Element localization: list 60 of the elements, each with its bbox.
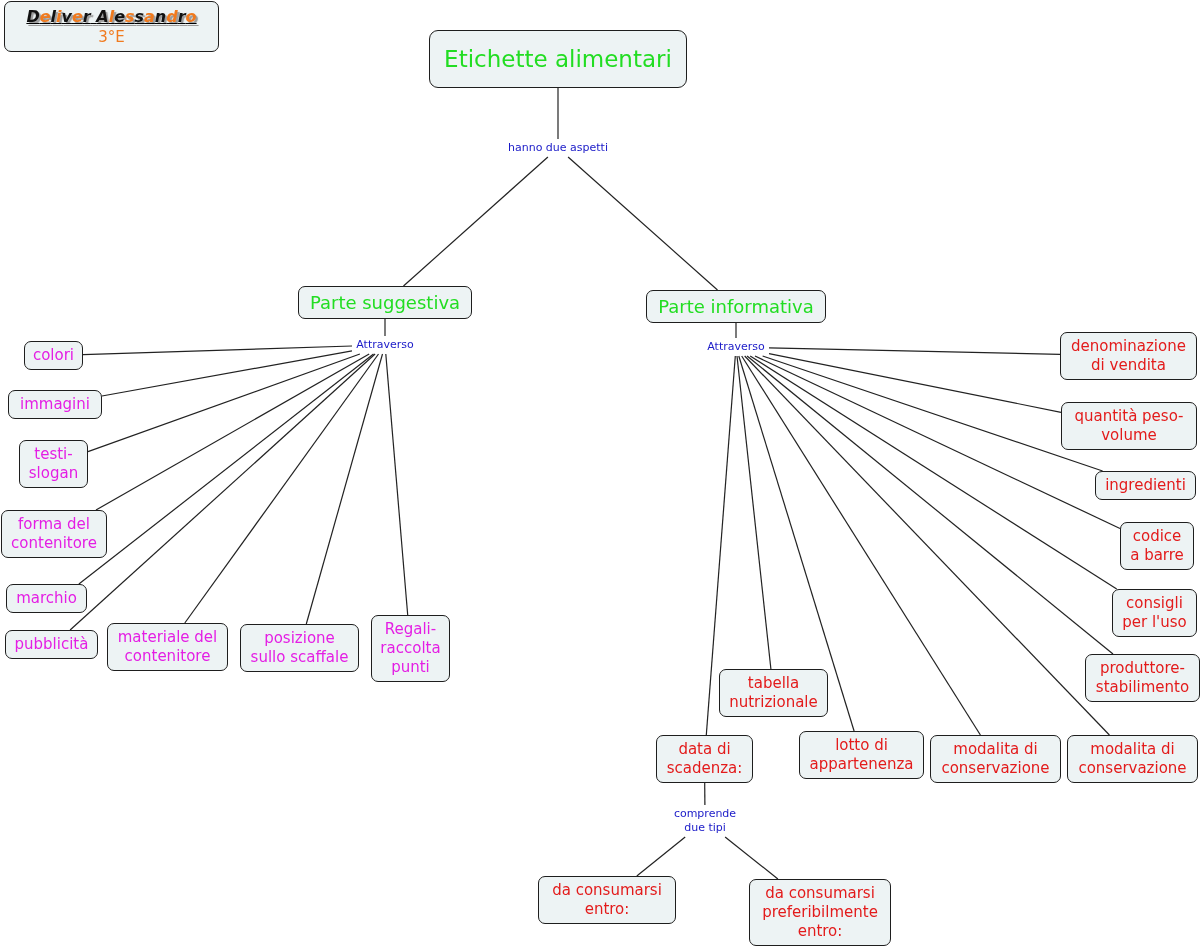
connector-line (724, 836, 779, 880)
connector-line (567, 156, 719, 291)
connector-line (78, 353, 375, 585)
concept-node: codice a barre (1120, 522, 1194, 570)
concept-node: quantità peso-volume (1061, 402, 1197, 450)
connector-line (95, 353, 370, 511)
linking-phrase: hanno due aspetti (500, 141, 616, 155)
concept-node: Parte informativa (646, 290, 826, 323)
concept-node: da consumarsi entro: (538, 876, 676, 924)
connector-line (754, 355, 1121, 530)
connector-line (385, 353, 409, 616)
class-label: 3°E (98, 28, 125, 47)
connector-line (705, 355, 736, 736)
author-box (4, 1, 219, 52)
concept-node: testi-slogan (19, 440, 88, 488)
connector-line (704, 782, 706, 806)
connector-line (636, 836, 686, 877)
concept-node: produttore-stabilimento (1085, 654, 1200, 702)
concept-node: pubblicità (5, 630, 98, 659)
connector-line (101, 350, 353, 397)
linking-phrase: Attraverso (354, 338, 416, 352)
linking-phrase: comprende due tipi (668, 807, 742, 835)
concept-node: Parte suggestiva (298, 286, 472, 319)
connector-line (402, 156, 549, 287)
author-name: Deliver Alessandro (26, 6, 197, 28)
connector-line (768, 353, 1062, 413)
concept-node: tabella nutrizionale (719, 669, 828, 717)
concept-node: Etichette alimentari (429, 30, 687, 88)
connector-line (744, 355, 1110, 736)
connector-line (746, 355, 1114, 655)
concept-node: da consumarsi preferibilmente entro: (749, 879, 891, 946)
concept-node: marchio (6, 584, 87, 613)
connector-line (741, 355, 981, 736)
concept-node: forma del contenitore (1, 510, 107, 558)
connector-line (82, 345, 353, 356)
concept-node: immagini (8, 390, 102, 419)
concept-node: colori (24, 341, 83, 370)
connector-line (768, 347, 1061, 355)
concept-node: materiale del contenitore (107, 623, 228, 671)
connector-line (762, 355, 1104, 472)
concept-node: modalita di conservazione (1067, 735, 1198, 783)
concept-node: ingredienti (1095, 471, 1196, 500)
connector-line (69, 353, 376, 631)
concept-node: consigli per l'uso (1112, 589, 1197, 637)
concept-node: data di scadenza: (656, 735, 753, 783)
connector-line (735, 322, 737, 339)
connector-line (557, 87, 559, 140)
connector-line (736, 355, 772, 670)
concept-node: Regali-raccolta punti (371, 615, 450, 682)
linking-phrase: Attraverso (705, 340, 767, 354)
connector-line (738, 355, 855, 732)
connector-line (305, 353, 384, 625)
concept-node: lotto di appartenenza (799, 731, 924, 779)
concept-node: denominazione di vendita (1060, 332, 1197, 380)
connector-line (184, 353, 380, 624)
connector-line (87, 353, 361, 453)
concept-node: modalita di conservazione (930, 735, 1061, 783)
concept-node: posizione sullo scaffale (240, 624, 359, 672)
connector-line (384, 318, 386, 337)
connector-line (749, 355, 1118, 590)
